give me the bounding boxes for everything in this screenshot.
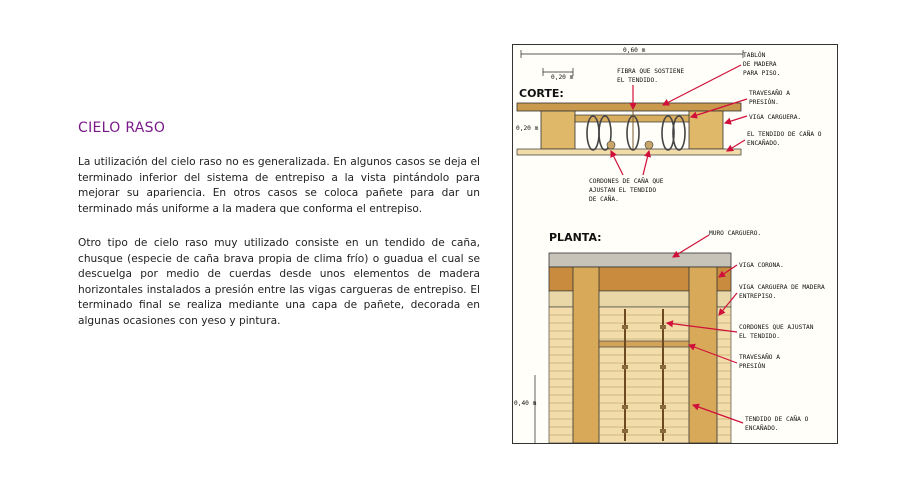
svg-text:AJUSTAN EL TENDIDO: AJUSTAN EL TENDIDO [589,187,656,194]
svg-text:VIGA CARGUERA DE MADERA: VIGA CARGUERA DE MADERA [739,284,825,291]
svg-text:CORDONES DE CAÑA QUE: CORDONES DE CAÑA QUE [589,176,664,185]
svg-text:EL TENDIDO.: EL TENDIDO. [617,77,658,84]
svg-text:PRESIÓN: PRESIÓN [739,361,765,370]
construction-illustration: 0,60 m 0,20 m 0,20 m CORTE: TABLÓN DE MA… [512,44,838,444]
planta-drawing: 0,40 m [514,252,732,443]
svg-text:DE CAÑA.: DE CAÑA. [589,194,619,203]
paragraph-2: Otro tipo de cielo raso muy utilizado co… [78,237,480,327]
svg-text:ENCAÑADO.: ENCAÑADO. [747,138,781,147]
dim-040: 0,40 m [514,400,537,407]
svg-text:FIBRA QUE SOSTIENE: FIBRA QUE SOSTIENE [617,68,684,75]
svg-text:MURO CARGUERO.: MURO CARGUERO. [709,230,761,237]
svg-text:DE MADERA: DE MADERA [743,61,777,68]
svg-text:TRAVESAÑO A: TRAVESAÑO A [739,352,780,361]
corte-drawing [516,102,742,156]
svg-text:TABLÓN: TABLÓN [743,50,766,59]
planta-heading: PLANTA: [549,231,602,244]
svg-text:TRAVESAÑO A: TRAVESAÑO A [749,88,790,97]
corte-heading: CORTE: [519,87,564,100]
svg-text:ENCAÑADO.: ENCAÑADO. [745,423,779,432]
svg-text:VIGA CARGUERA.: VIGA CARGUERA. [749,114,801,121]
dim-020: 0,20 m [551,74,574,81]
paragraph-1: La utilización del cielo raso no es gene… [78,156,480,215]
svg-text:PARA PISO.: PARA PISO. [743,70,780,77]
svg-text:VIGA CORONA.: VIGA CORONA. [739,262,784,269]
svg-text:ENTREPISO.: ENTREPISO. [739,293,776,300]
planta-labels: MURO CARGUERO. VIGA CORONA. VIGA CARGUER… [665,230,825,432]
svg-text:EL TENDIDO DE CAÑA O: EL TENDIDO DE CAÑA O [747,129,822,138]
dim-020-side: 0,20 m [516,125,539,132]
svg-text:TENDIDO DE CAÑA O: TENDIDO DE CAÑA O [745,414,809,423]
dim-060: 0,60 m [623,47,646,54]
svg-text:PRESIÓN.: PRESIÓN. [749,97,779,106]
section-title: CIELO RASO [78,120,166,136]
corte-dimensions: 0,60 m 0,20 m 0,20 m [516,47,744,132]
corte-labels: TABLÓN DE MADERA PARA PISO. FIBRA QUE SO… [589,50,822,203]
svg-text:CORDONES QUE AJUSTAN: CORDONES QUE AJUSTAN [739,324,814,331]
svg-text:EL TENDIDO.: EL TENDIDO. [739,333,780,340]
